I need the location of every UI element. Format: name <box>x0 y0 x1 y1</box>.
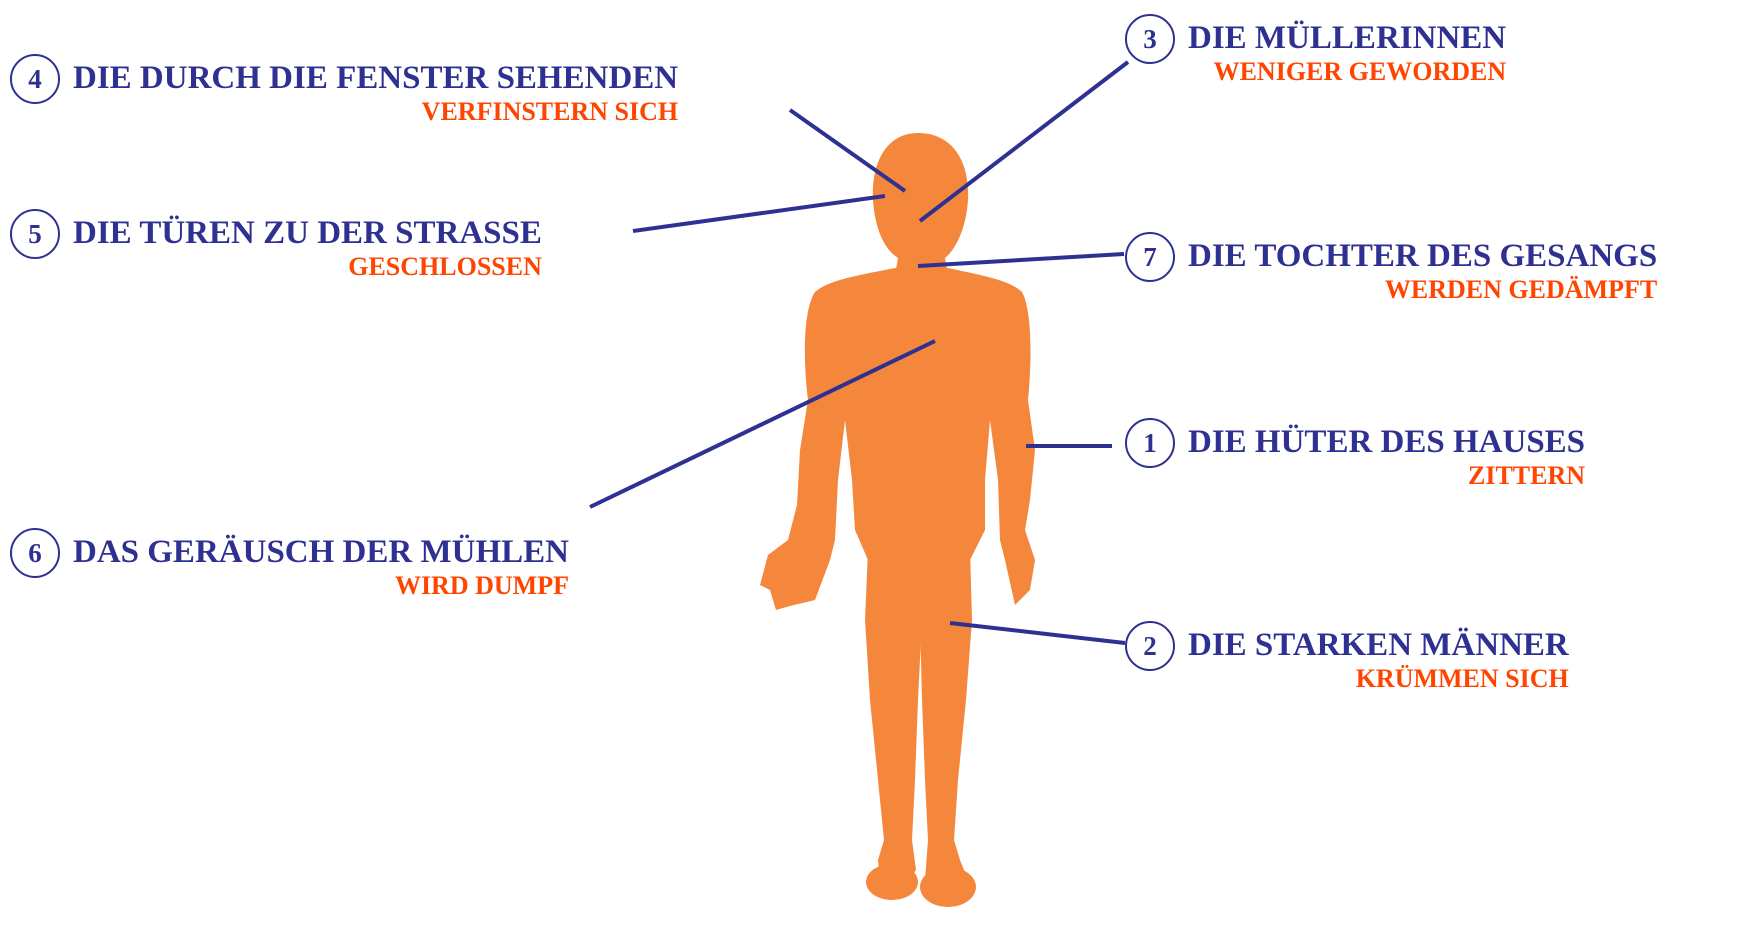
number-badge: 6 <box>10 528 60 578</box>
label-3: 3 DIE MÜLLERINNEN WENIGER GEWORDEN <box>1125 20 1506 87</box>
label-subtitle: ZITTERN <box>1468 461 1585 491</box>
leader-line-7 <box>918 254 1124 266</box>
label-subtitle: WIRD DUMPF <box>395 571 569 601</box>
label-title: DIE MÜLLERINNEN <box>1188 20 1506 57</box>
label-7: 7 DIE TOCHTER DES GESANGS WERDEN GEDÄMPF… <box>1125 238 1657 305</box>
number-badge: 2 <box>1125 621 1175 671</box>
label-subtitle: KRÜMMEN SICH <box>1356 664 1569 694</box>
label-1: 1 DIE HÜTER DES HAUSES ZITTERN <box>1125 424 1585 491</box>
label-2: 2 DIE STARKEN MÄNNER KRÜMMEN SICH <box>1125 627 1569 694</box>
number-badge: 7 <box>1125 232 1175 282</box>
human-body-silhouette-icon <box>760 133 1035 907</box>
label-text-group: DIE TÜREN ZU DER STRASSE GESCHLOSSEN <box>73 215 542 282</box>
label-subtitle: GESCHLOSSEN <box>348 252 542 282</box>
label-subtitle: VERFINSTERN SICH <box>422 97 678 127</box>
figure-right-leg <box>920 550 972 890</box>
leader-line-3 <box>920 62 1128 221</box>
label-6: 6 DAS GERÄUSCH DER MÜHLEN WIRD DUMPF <box>10 534 569 601</box>
number-badge: 3 <box>1125 14 1175 64</box>
label-text-group: DIE MÜLLERINNEN WENIGER GEWORDEN <box>1188 20 1506 87</box>
label-text-group: DIE DURCH DIE FENSTER SEHENDEN VERFINSTE… <box>73 60 678 127</box>
figure-right-foot <box>920 867 976 907</box>
number-badge: 1 <box>1125 418 1175 468</box>
label-text-group: DIE STARKEN MÄNNER KRÜMMEN SICH <box>1188 627 1569 694</box>
label-subtitle: WENIGER GEWORDEN <box>1214 57 1507 87</box>
label-text-group: DAS GERÄUSCH DER MÜHLEN WIRD DUMPF <box>73 534 569 601</box>
figure-head <box>873 133 968 275</box>
label-4: 4 DIE DURCH DIE FENSTER SEHENDEN VERFINS… <box>10 60 678 127</box>
figure-left-foot <box>866 864 918 900</box>
label-title: DAS GERÄUSCH DER MÜHLEN <box>73 534 569 571</box>
label-5: 5 DIE TÜREN ZU DER STRASSE GESCHLOSSEN <box>10 215 542 282</box>
label-title: DIE HÜTER DES HAUSES <box>1188 424 1585 461</box>
number-badge: 4 <box>10 54 60 104</box>
label-title: DIE STARKEN MÄNNER <box>1188 627 1569 664</box>
label-text-group: DIE HÜTER DES HAUSES ZITTERN <box>1188 424 1585 491</box>
label-title: DIE TOCHTER DES GESANGS <box>1188 238 1657 275</box>
label-subtitle: WERDEN GEDÄMPFT <box>1385 275 1657 305</box>
leader-line-2 <box>950 623 1125 643</box>
label-text-group: DIE TOCHTER DES GESANGS WERDEN GEDÄMPFT <box>1188 238 1657 305</box>
figure-left-leg <box>865 550 922 885</box>
label-title: DIE DURCH DIE FENSTER SEHENDEN <box>73 60 678 97</box>
number-badge: 5 <box>10 209 60 259</box>
leader-line-5 <box>633 196 885 231</box>
label-title: DIE TÜREN ZU DER STRASSE <box>73 215 542 252</box>
